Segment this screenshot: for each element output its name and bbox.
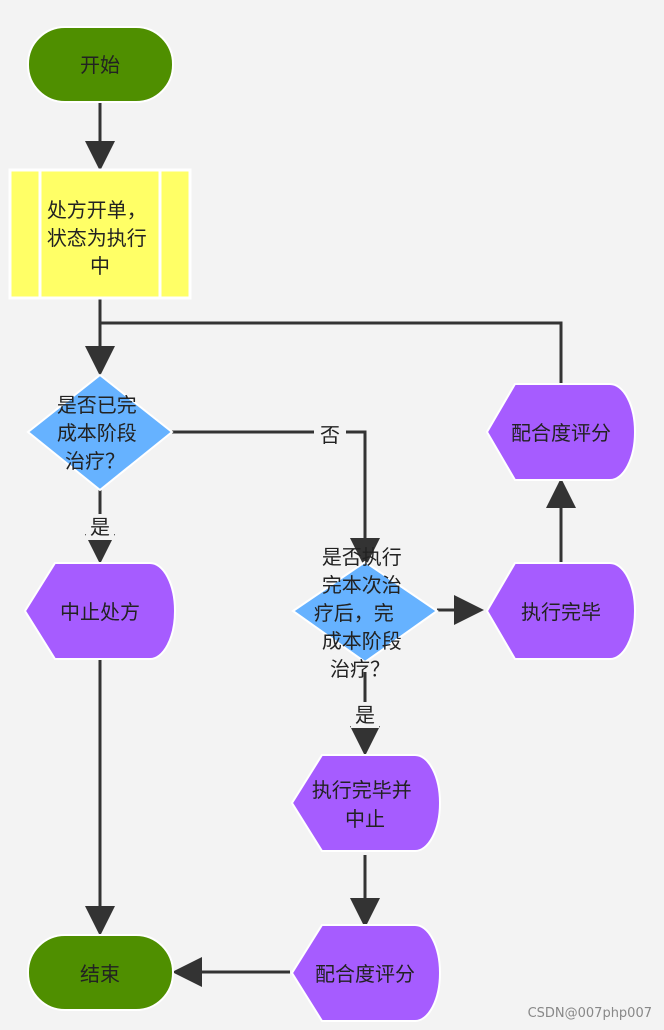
edge-decision1-no (172, 430, 380, 568)
prescribe-label: 处方开单， 状态为执行 中 (47, 198, 153, 278)
decision1-label: 是否已完 成本阶段 治疗？ (57, 393, 143, 473)
stop-prescription-shape (23, 562, 176, 660)
decision1-shape (26, 373, 174, 492)
edge-label-decision1-no: 否 (320, 423, 340, 447)
end-shape (27, 934, 174, 1011)
end-label: 结束 (80, 962, 120, 986)
node-end: 结束 (27, 934, 174, 1011)
decision2-label: 是否执行 完本次治 疗后，完 成本阶段 治疗？ (314, 545, 408, 681)
label-bg-yes2 (351, 702, 379, 728)
score-top-shape (485, 383, 636, 481)
score-bottom-label: 配合度评分 (315, 962, 415, 986)
start-label: 开始 (80, 53, 120, 77)
edge-score-top-loop-back (100, 321, 563, 383)
node-score-bottom: 配合度评分 (290, 924, 441, 1022)
node-stop-prescription: 中止处方 (23, 562, 176, 660)
stop-prescription-label: 中止处方 (60, 600, 140, 624)
edge-labels: 否 是 是 (86, 421, 379, 728)
execute-done-label: 执行完毕 (521, 600, 601, 624)
node-execute-done-stop: 执行完毕并 中止 (290, 754, 441, 852)
node-decision2: 是否执行 完本次治 疗后，完 成本阶段 治疗？ (291, 545, 439, 681)
node-start: 开始 (27, 26, 174, 103)
label-bg-no (314, 421, 346, 447)
execute-done-shape (485, 562, 636, 660)
node-decision1: 是否已完 成本阶段 治疗？ (26, 373, 174, 492)
watermark: CSDN@007php007 (528, 1006, 652, 1021)
edge-label-decision2-yes: 是 (355, 703, 375, 727)
score-bottom-shape (290, 924, 441, 1022)
node-prescribe: 处方开单， 状态为执行 中 (8, 168, 192, 300)
score-top-label: 配合度评分 (511, 421, 611, 445)
label-bg-yes1 (86, 514, 114, 540)
edge-label-decision1-yes: 是 (90, 515, 110, 539)
decision2-shape (291, 560, 439, 664)
edges (85, 102, 576, 987)
node-execute-done: 执行完毕 (485, 562, 636, 660)
start-shape (27, 26, 174, 103)
execute-done-stop-label: 执行完毕并 中止 (312, 778, 418, 831)
node-score-top: 配合度评分 (485, 383, 636, 481)
execute-done-stop-shape (290, 754, 441, 852)
